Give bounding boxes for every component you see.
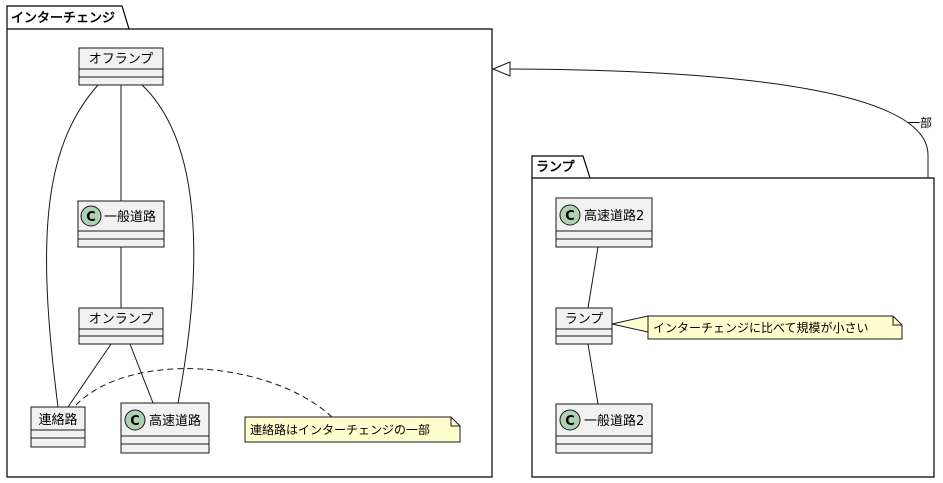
class-icon-letter: C [86,210,96,225]
class-icon-letter: C [565,414,575,429]
class-icon [80,205,102,227]
node-ramp[interactable]: ランプ [555,307,613,345]
edge-onramp-highway [129,343,154,404]
edge-onramp-connector [67,343,112,408]
node-ramp-label: ランプ [565,312,604,327]
node-general-road2[interactable]: C 一般道路2 [555,403,653,454]
node-connector[interactable]: 連絡路 [30,406,86,448]
node-on-ramp-label: オンランプ [89,312,154,327]
package-ramp: ランプ [531,155,935,478]
class-icon [559,409,581,431]
note-ramp: インターチェンジに比べて規模が小さい [647,315,903,340]
edges-interchange [46,84,333,418]
node-off-ramp-label: オフランプ [89,52,154,67]
edge-generalization: 一部 [491,61,932,178]
edge-ramp-generalroad2 [587,343,599,405]
node-general-road[interactable]: C 一般道路 [77,200,165,248]
edge-connector-note [75,368,333,418]
edge-ramp-note [611,315,649,333]
node-general-road-label: 一般道路 [104,209,156,225]
class-icon [124,409,146,431]
node-highway-label: 高速道路 [149,413,201,429]
class-icon [559,204,581,226]
note-ramp-text: インターチェンジに比べて規模が小さい [653,320,869,335]
node-general-road2-label: 一般道路2 [584,413,644,429]
class-icon-letter: C [130,414,140,429]
node-highway[interactable]: C 高速道路 [120,402,210,454]
generalization-arrowhead [491,61,511,77]
note-connector: 連絡路はインターチェンジの一部 [244,416,461,443]
note-connector-text: 連絡路はインターチェンジの一部 [250,422,430,437]
edge-offramp-connector [46,84,99,408]
node-highway2-label: 高速道路2 [584,208,644,224]
node-highway2[interactable]: C 高速道路2 [555,197,653,248]
edge-offramp-highway [141,84,195,404]
relation-label: 一部 [908,115,932,130]
node-off-ramp[interactable]: オフランプ [78,47,164,86]
package-ramp-title: ランプ [536,160,576,175]
edge-highway2-ramp [587,246,599,309]
class-icon-letter: C [565,209,575,224]
package-interchange: インターチェンジ [6,5,493,478]
edges-ramp [587,246,649,405]
node-on-ramp[interactable]: オンランプ [78,307,164,345]
node-connector-label: 連絡路 [38,412,77,428]
package-interchange-title: インターチェンジ [11,11,115,26]
